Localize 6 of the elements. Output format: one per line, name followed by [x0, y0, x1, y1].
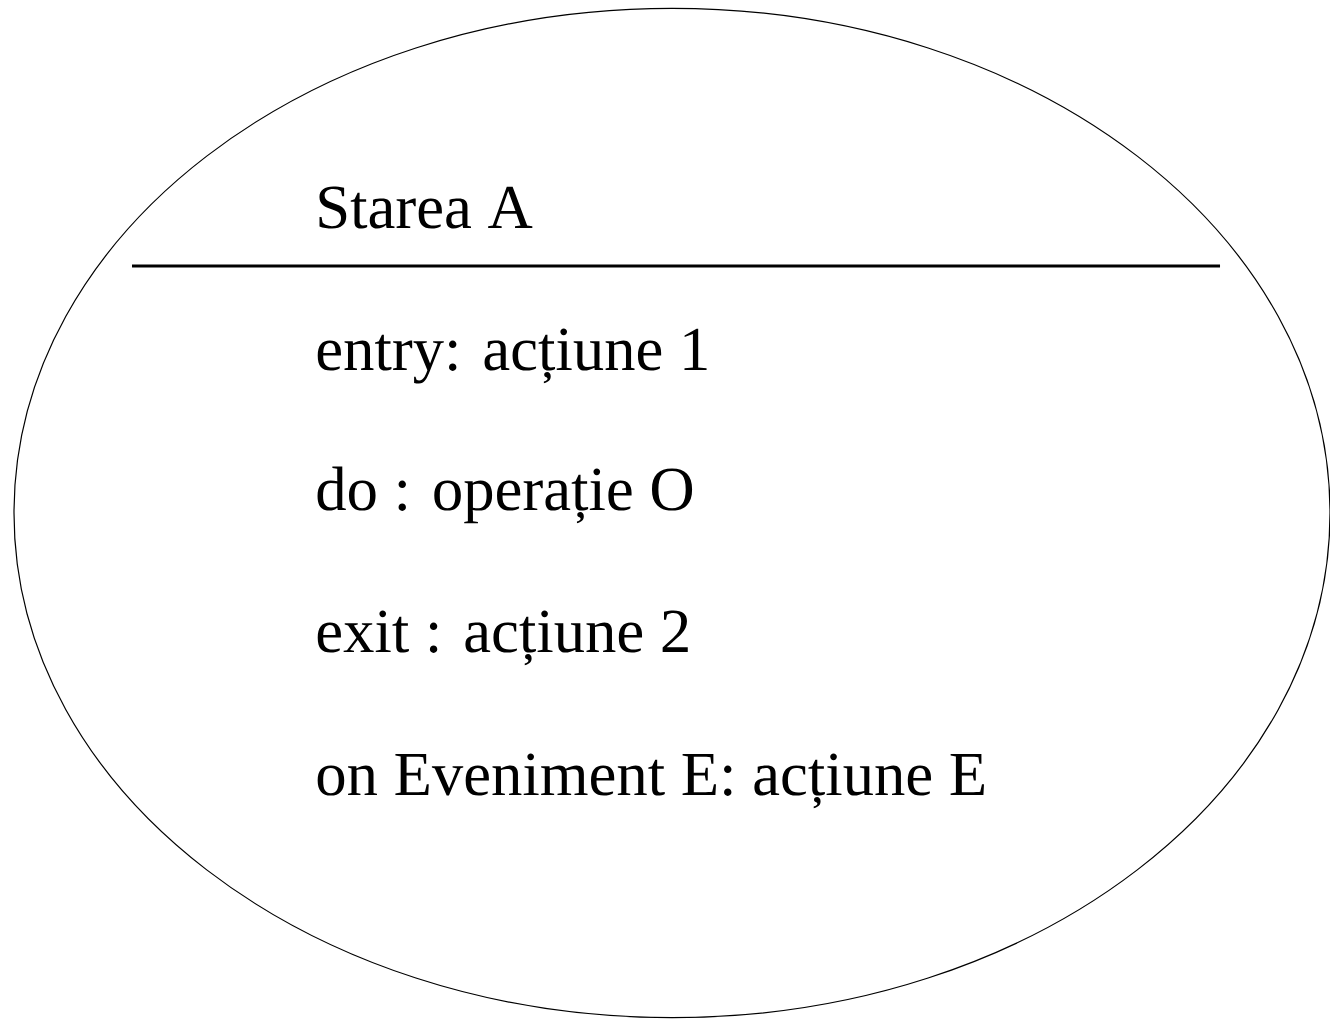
activity-text: exit : acțiune 2 — [317, 610, 688, 666]
activity-text: do : operație O — [317, 466, 693, 524]
state-ellipse — [13, 7, 1330, 1019]
activity-text: entry: acțiune 1 — [317, 328, 707, 384]
activity-text: on Eveniment E: acțiune E — [317, 753, 984, 809]
state-name: Starea A — [319, 186, 533, 229]
